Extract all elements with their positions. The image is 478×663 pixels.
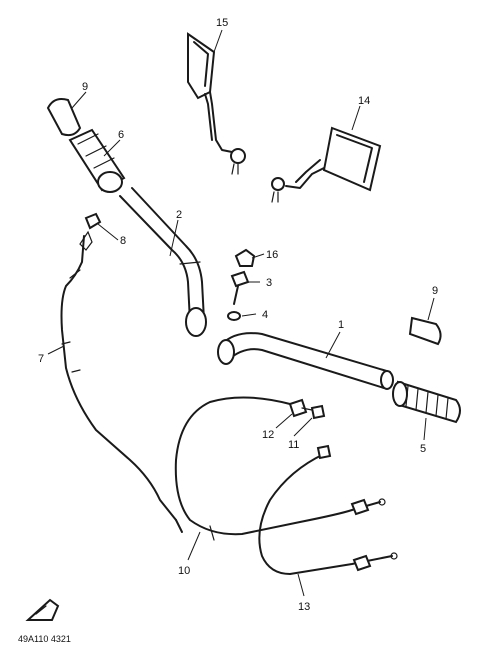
left-handlebar (119, 187, 207, 337)
callout-16: 16 (266, 249, 278, 261)
callout-2: 2 (176, 209, 182, 221)
left-grip (68, 128, 126, 193)
throttle-cable (174, 396, 386, 541)
callout-8: 8 (120, 235, 126, 247)
catalog-logo-icon (25, 598, 60, 621)
callout-9-right: 9 (432, 285, 438, 297)
left-grip-end (46, 98, 82, 137)
washer-4 (227, 311, 241, 321)
right-mirror (271, 126, 382, 203)
leader-lines (47, 29, 435, 597)
left-mirror (187, 32, 246, 175)
callout-labels: 15 14 9 6 2 8 7 16 3 4 1 9 5 12 11 10 13 (38, 17, 438, 613)
callout-15: 15 (216, 17, 228, 29)
throttle-grip (392, 380, 461, 424)
callout-3: 3 (266, 277, 272, 289)
callout-14: 14 (358, 95, 370, 107)
callout-11: 11 (288, 439, 299, 451)
callout-6: 6 (118, 129, 124, 141)
callout-1: 1 (338, 319, 344, 331)
catalog-mark: 49A110 4321 (18, 598, 71, 644)
bolt-3 (230, 270, 250, 305)
right-handlebar (217, 332, 394, 390)
clutch-cable (60, 230, 183, 533)
callout-10: 10 (178, 565, 190, 577)
callout-4: 4 (262, 309, 268, 321)
cable-adjuster (288, 398, 326, 420)
return-cable (258, 444, 398, 575)
callout-9-left: 9 (82, 81, 88, 93)
callout-12: 12 (262, 429, 274, 441)
callout-7: 7 (38, 353, 44, 365)
small-clamp (84, 212, 102, 230)
callout-13: 13 (298, 601, 310, 613)
bolt-16 (234, 248, 256, 267)
right-grip-end (408, 316, 442, 346)
catalog-code: 49A110 4321 (18, 634, 71, 644)
callout-5: 5 (420, 443, 426, 455)
